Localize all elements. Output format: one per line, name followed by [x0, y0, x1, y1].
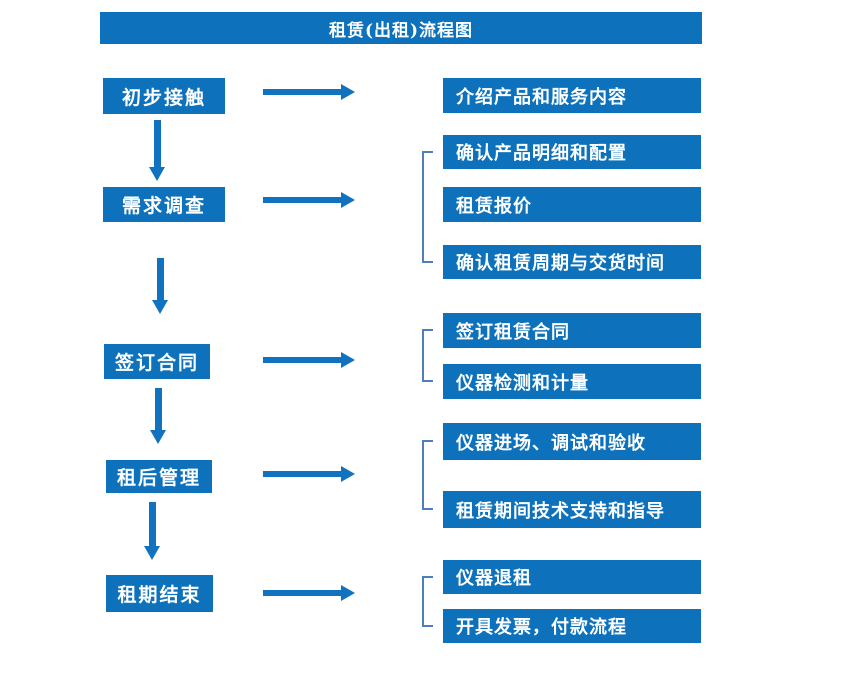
page-title: 租赁(出租)流程图 [328, 20, 474, 41]
arrow-head [150, 430, 166, 444]
group-bracket [422, 151, 433, 263]
title-bar: 租赁(出租)流程图 [100, 12, 702, 44]
detail-box-technical-support: 租赁期间技术支持和指导 [443, 491, 701, 528]
detail-box-invoice-payment: 开具发票，付款流程 [443, 609, 701, 643]
arrow-shaft [154, 120, 161, 167]
detail-box-instrument-testing: 仪器检测和计量 [443, 364, 701, 399]
arrow-head [149, 167, 165, 181]
group-bracket [422, 440, 433, 510]
step-rental-end: 租期结束 [106, 575, 213, 612]
arrow-shaft [263, 197, 341, 203]
arrow-head [341, 585, 355, 601]
arrow-head [341, 192, 355, 208]
arrow-head [341, 466, 355, 482]
arrow-shaft [149, 502, 156, 546]
detail-box-instrument-return: 仪器退租 [443, 560, 701, 594]
arrow-head [152, 300, 168, 314]
detail-box-instrument-arrival: 仪器进场、调试和验收 [443, 423, 701, 460]
detail-box-rental-quotation: 租赁报价 [443, 187, 701, 222]
arrow-head [341, 84, 355, 100]
arrow-shaft [157, 258, 164, 300]
arrow-head [144, 546, 160, 560]
step-sign-contract: 签订合同 [104, 344, 210, 379]
detail-box-confirm-product-details: 确认产品明细和配置 [443, 135, 701, 169]
step-initial-contact: 初步接触 [103, 78, 225, 114]
arrow-head [341, 352, 355, 368]
arrow-shaft [155, 388, 162, 430]
arrow-shaft [263, 590, 341, 596]
group-bracket [422, 329, 433, 382]
arrow-shaft [263, 471, 341, 477]
step-post-rental-management: 租后管理 [106, 460, 212, 493]
group-bracket [422, 576, 433, 627]
step-demand-survey: 需求调查 [103, 187, 225, 222]
detail-box-introduce-products: 介绍产品和服务内容 [443, 78, 701, 113]
arrow-shaft [263, 89, 341, 95]
detail-box-sign-rental-contract: 签订租赁合同 [443, 313, 701, 348]
detail-box-confirm-rental-period: 确认租赁周期与交货时间 [443, 245, 701, 279]
arrow-shaft [263, 357, 341, 363]
